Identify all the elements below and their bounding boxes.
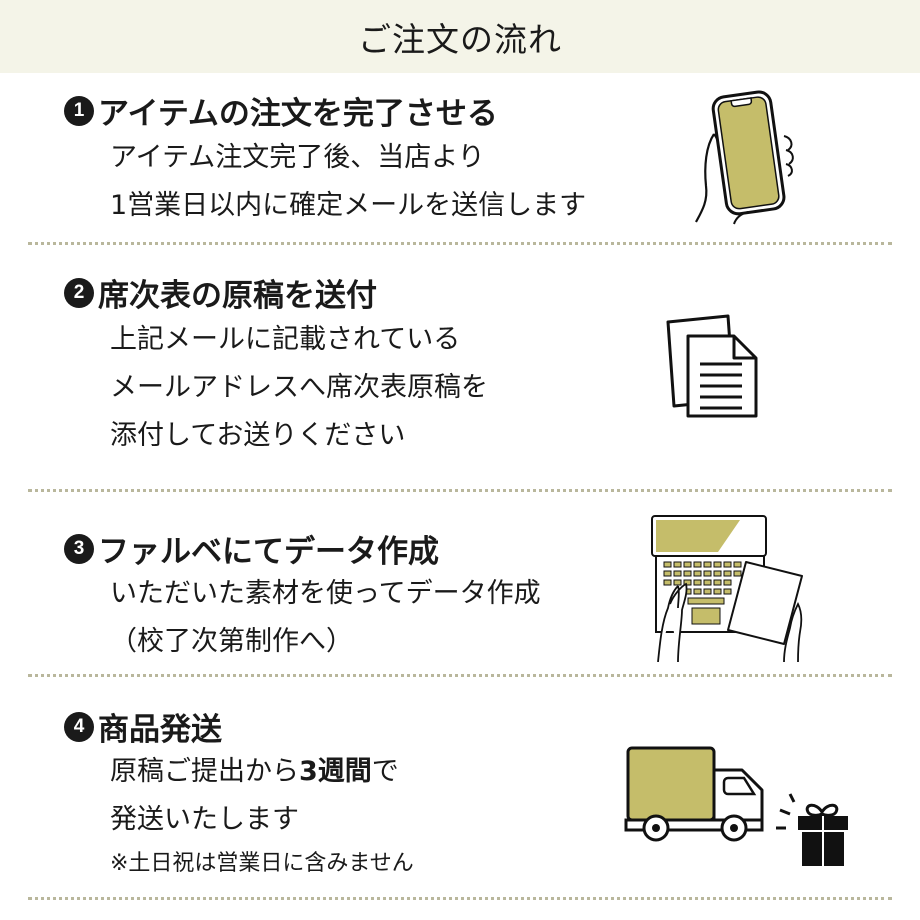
step-2-title: 席次表の原稿を送付	[98, 278, 377, 314]
step-1-heading: 1 アイテムの注文を完了させる	[64, 88, 498, 133]
step-2-line-2: メールアドレスへ席次表原稿を	[110, 372, 488, 403]
step-number-badge: 1	[64, 95, 94, 126]
step-3-line-1: いただいた素材を使ってデータ作成	[110, 578, 541, 609]
step-number-badge: 3	[64, 533, 94, 564]
step-1-title: アイテムの注文を完了させる	[98, 96, 498, 132]
step-3-line-2: （校了次第制作へ）	[110, 626, 353, 657]
step-4-title: 商品発送	[98, 712, 222, 748]
delivery-truck-icon	[624, 746, 764, 842]
step-1-description: アイテム注文完了後、当店より 1営業日以内に確定メールを送信します	[110, 134, 586, 230]
step-3-heading: 3 ファルベにてデータ作成	[64, 526, 439, 571]
divider	[28, 242, 892, 245]
smartphone-in-hand-icon	[695, 90, 794, 225]
step-4-line-1: 原稿ご提出から3週間で	[110, 756, 399, 787]
step-2-heading: 2 席次表の原稿を送付	[64, 270, 377, 315]
divider	[28, 674, 892, 677]
step-3-title: ファルベにてデータ作成	[98, 534, 439, 570]
divider	[28, 897, 892, 900]
gift-box-icon	[776, 793, 848, 866]
step-1-line-1: アイテム注文完了後、当店より	[110, 142, 485, 173]
step-number-badge: 2	[64, 277, 94, 308]
documents-icon	[666, 314, 758, 418]
step-2-line-1: 上記メールに記載されている	[110, 324, 461, 355]
divider	[28, 489, 892, 492]
step-4-line-2: 発送いたします	[110, 804, 299, 835]
page-title: ご注文の流れ	[358, 19, 562, 59]
step-number-badge: 4	[64, 711, 94, 742]
step-4-description: 原稿ご提出から3週間で 発送いたします ※土日祝は営業日に含みません	[110, 748, 414, 884]
laptop-typing-icon	[651, 515, 803, 662]
step-4-heading: 4 商品発送	[64, 704, 222, 749]
step-4-note: ※土日祝は営業日に含みません	[110, 851, 414, 876]
step-2-description: 上記メールに記載されている メールアドレスへ席次表原稿を 添付してお送りください	[110, 316, 488, 460]
delivery-period: 3週間	[299, 756, 372, 787]
step-3-description: いただいた素材を使ってデータ作成 （校了次第制作へ）	[110, 570, 541, 666]
step-2-line-3: 添付してお送りください	[110, 420, 406, 451]
page-header: ご注文の流れ	[0, 0, 920, 73]
step-1-line-2: 1営業日以内に確定メールを送信します	[110, 190, 587, 221]
